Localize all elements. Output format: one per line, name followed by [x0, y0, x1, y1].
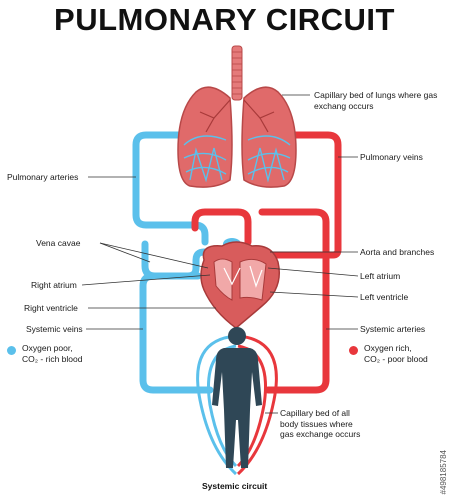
label-left-ventricle: Left ventricle	[360, 292, 409, 302]
body-loop-blue	[196, 334, 238, 476]
heart-chambers	[213, 258, 233, 301]
trachea	[231, 45, 243, 101]
body-loop-red	[236, 334, 278, 476]
legend-oxygen-poor-line2: CO₂ - rich blood	[22, 354, 83, 364]
aorta-branch-path	[258, 208, 330, 394]
legend-dot-oxygen-rich	[349, 346, 358, 355]
legend-dot-oxygen-poor	[7, 346, 16, 355]
label-right-atrium: Right atrium	[31, 280, 77, 290]
heart	[200, 238, 280, 329]
label-capillary-lungs: Capillary bed of lungs where gas exchang…	[314, 90, 438, 111]
watermark-id: #498185784	[439, 449, 448, 495]
label-vena-cavae: Vena cavae	[36, 238, 81, 248]
lungs	[177, 45, 297, 188]
head	[228, 327, 246, 345]
torso	[212, 348, 262, 468]
pulmonary-vein-path	[266, 131, 342, 259]
label-systemic-veins: Systemic veins	[26, 324, 83, 334]
label-right-ventricle: Right ventricle	[24, 303, 78, 313]
legend-oxygen-rich-line2: CO₂ - poor blood	[364, 354, 428, 364]
label-pulmonary-arteries: Pulmonary arteries	[7, 172, 79, 182]
label-aorta: Aorta and branches	[360, 247, 435, 257]
aorta-path	[191, 208, 252, 246]
human-body	[212, 327, 262, 468]
legend-oxygen-rich-line1: Oxygen rich,	[364, 343, 412, 353]
red-vessels	[191, 131, 342, 394]
leader-lines	[81, 94, 359, 414]
legend-oxygen-poor-line1: Oxygen poor,	[22, 343, 73, 353]
systemic-vein-path	[139, 272, 214, 394]
label-pulmonary-veins: Pulmonary veins	[360, 152, 423, 162]
label-left-atrium: Left atrium	[360, 271, 401, 281]
label-capillary-body: Capillary bed of all body tissues where …	[280, 408, 361, 439]
label-systemic-arteries: Systemic arteries	[360, 324, 426, 334]
page-title: PULMONARY CIRCUIT	[54, 2, 395, 37]
label-systemic-circuit: Systemic circuit	[202, 481, 268, 491]
pulmonary-artery-path	[132, 131, 209, 246]
blue-vessels	[132, 131, 218, 394]
